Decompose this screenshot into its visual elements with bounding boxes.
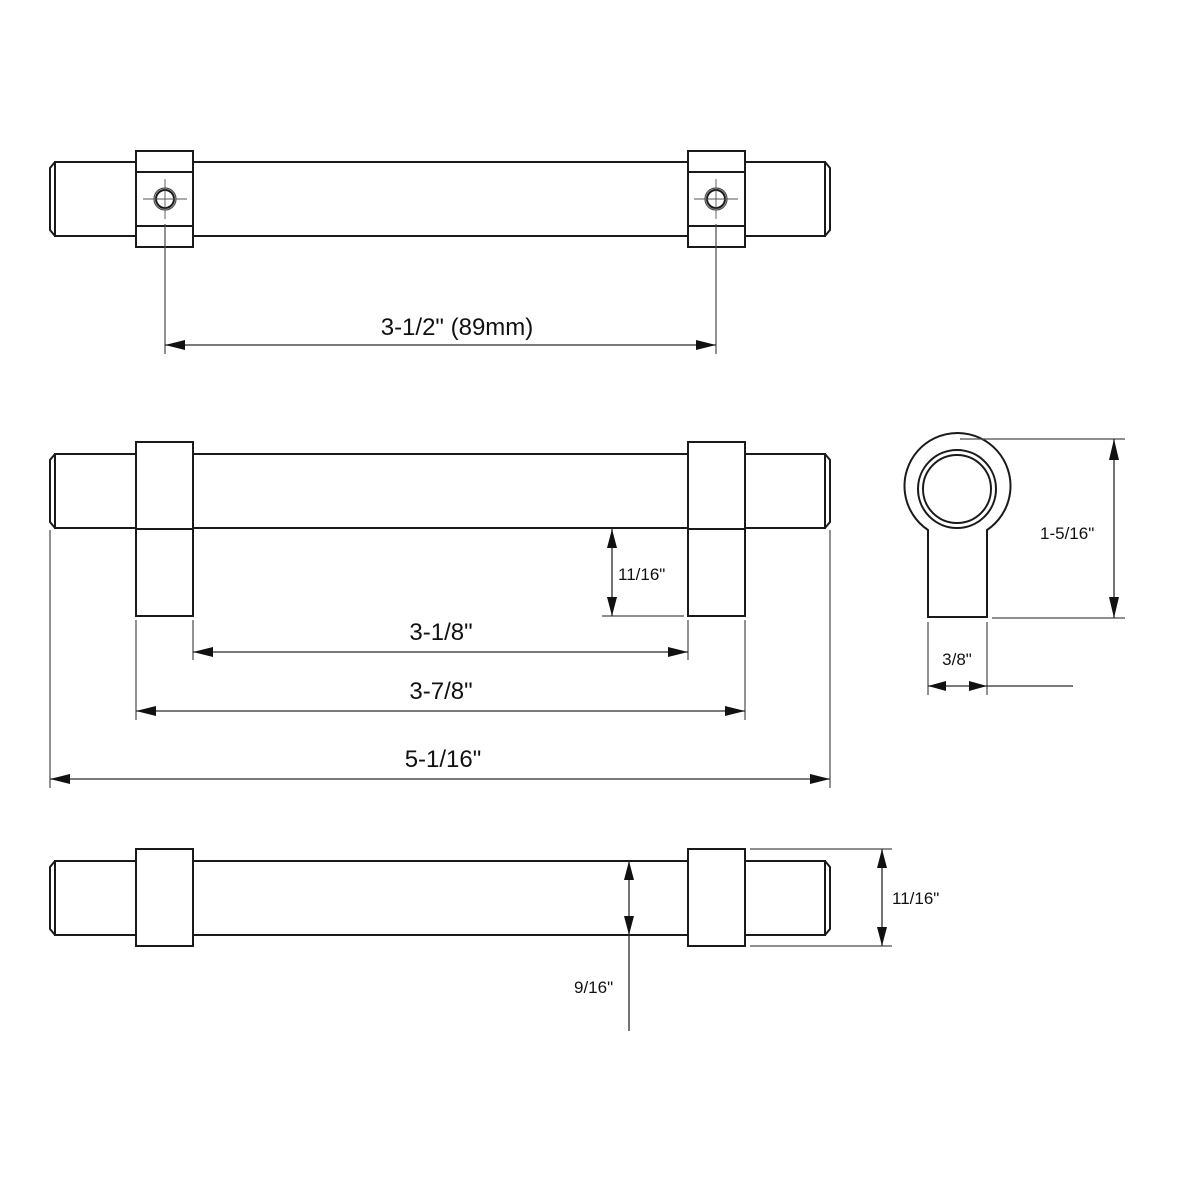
side-profile-outline bbox=[903, 432, 1012, 618]
post-span-label: 3-7/8" bbox=[409, 678, 472, 705]
top-bar-right-end bbox=[824, 161, 831, 237]
bottom-view: 9/16" 11/16" bbox=[49, 848, 939, 1031]
side-view: 1-5/16" 3/8" bbox=[903, 432, 1125, 695]
top-view: 3-1/2" (89mm) bbox=[49, 150, 831, 354]
overall-length-label: 5-1/16" bbox=[405, 746, 482, 773]
top-bar-left-end bbox=[49, 161, 56, 237]
side-ring-outer bbox=[917, 449, 997, 529]
post-width-label: 11/16" bbox=[892, 889, 939, 908]
inner-span-label: 3-1/8" bbox=[409, 619, 472, 646]
side-height-label: 1-5/16" bbox=[1040, 524, 1094, 543]
side-width-label: 3/8" bbox=[942, 650, 972, 669]
projection-label: 11/16" bbox=[618, 565, 665, 584]
front-view: 11/16" 3-1/8" 3-7/8" 5-1/16" bbox=[49, 441, 831, 788]
side-ring-inner bbox=[922, 454, 992, 524]
bar-diameter-label: 9/16" bbox=[574, 978, 613, 997]
bottom-left-post bbox=[135, 848, 194, 947]
arrow-right-icon bbox=[696, 340, 716, 350]
bottom-right-post bbox=[687, 848, 746, 947]
arrow-left-icon bbox=[165, 340, 185, 350]
hole-spacing-label: 3-1/2" (89mm) bbox=[381, 314, 534, 341]
